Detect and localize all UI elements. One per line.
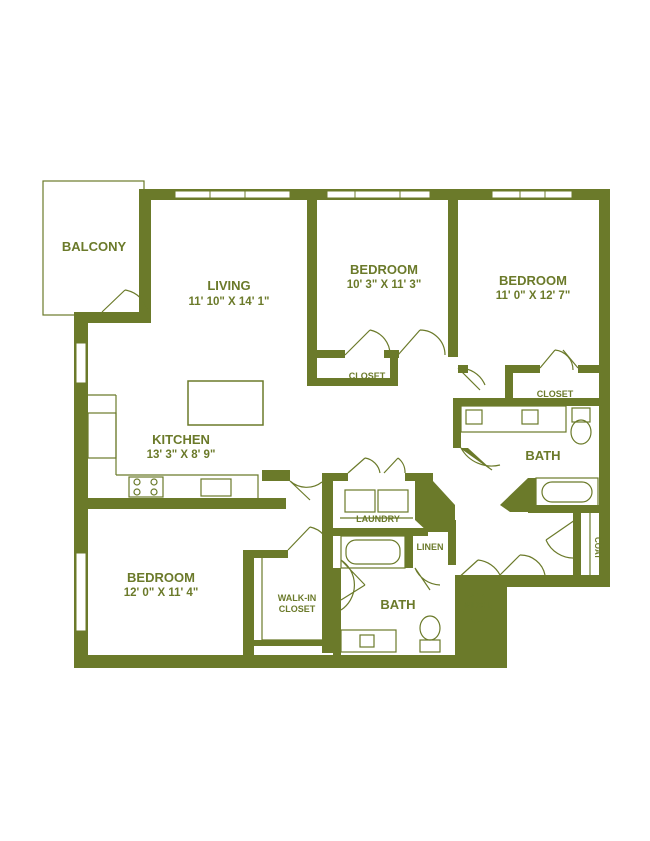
- bedroom-left-dimensions: 12' 0" X 11' 4": [124, 587, 199, 599]
- bath-bottom-label: BATH: [380, 597, 415, 612]
- toilet-bottom: [419, 615, 441, 641]
- fixtures: [87, 380, 599, 653]
- water-heater: [463, 593, 493, 623]
- walkin-closet-label-2: CLOSET: [279, 604, 316, 614]
- kitchen-island: [187, 380, 264, 426]
- bedroom-center-dimensions: 10' 3" X 11' 3": [347, 279, 422, 291]
- washer: [344, 489, 376, 513]
- vanity-right: [460, 405, 567, 433]
- bath-right-label: BATH: [525, 448, 560, 463]
- kitchen-counter: [116, 474, 259, 498]
- kitchen-label: KITCHEN: [152, 432, 210, 447]
- stove: [128, 476, 164, 498]
- kitchen-dimensions: 13' 3" X 8' 9": [147, 449, 216, 461]
- dryer: [377, 489, 409, 513]
- bathtub-right: [535, 477, 599, 507]
- coat-label: COAT: [593, 537, 602, 559]
- bathtub-bottom: [340, 535, 406, 569]
- bedroom-left-label: BEDROOM: [127, 570, 195, 585]
- bedroom-right-label: BEDROOM: [499, 273, 567, 288]
- toilet-right: [571, 407, 591, 423]
- kitchen-sink: [200, 478, 232, 497]
- closet-right-label: CLOSET: [537, 389, 574, 399]
- laundry-label: LAUNDRY: [356, 514, 400, 524]
- vanity-bottom: [340, 629, 397, 653]
- windows: [75, 190, 573, 632]
- bedroom-center-label: BEDROOM: [350, 262, 418, 277]
- balcony-label: BALCONY: [62, 239, 127, 254]
- linen-label: LINEN: [417, 542, 444, 552]
- refrigerator: [87, 412, 117, 459]
- door-swings: [101, 289, 579, 611]
- walkin-closet-label-1: WALK-IN: [278, 593, 317, 603]
- window-mullions: [209, 191, 546, 198]
- mech-label: MECH.: [465, 601, 491, 610]
- living-dimensions: 11' 10" X 14' 1": [189, 296, 270, 308]
- living-label: LIVING: [207, 278, 250, 293]
- closet-center-label: CLOSET: [349, 371, 386, 381]
- bedroom-right-dimensions: 11' 0" X 12' 7": [496, 290, 571, 302]
